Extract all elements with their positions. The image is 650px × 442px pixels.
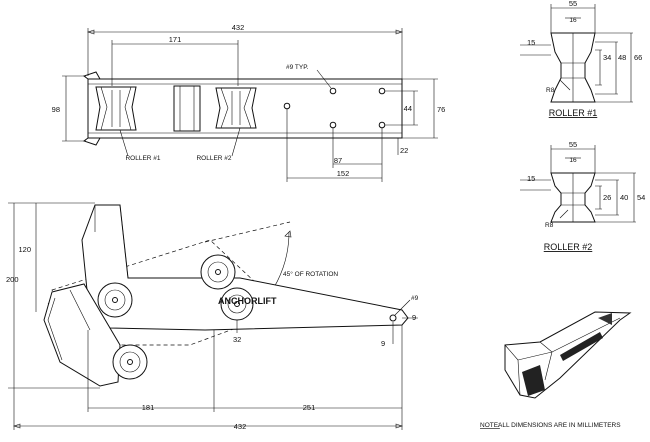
- note-prefix: NOTE:: [480, 422, 500, 429]
- side-dim-right: 251: [303, 403, 316, 412]
- roller1-dim-d3: 66: [634, 53, 642, 62]
- top-roller-2: [215, 87, 257, 129]
- roller1-dim-bore: 15: [527, 38, 535, 47]
- side-view: 45° OF ROTATION ANCHORLIFT: [6, 202, 419, 431]
- note-text: ALL DIMENSIONS ARE IN MILLIMETERS: [498, 422, 621, 429]
- roller1-title: ROLLER #1: [549, 108, 598, 118]
- roller1-dim-d1: 34: [603, 53, 611, 62]
- top-dim-hole-dist-a: 87: [334, 156, 342, 165]
- roller2-dim-bore: 15: [527, 174, 535, 183]
- roller2-dim-d1: 26: [603, 193, 611, 202]
- top-dim-hole-dist-b: 152: [337, 169, 350, 178]
- side-brand-logo: ANCHORLIFT: [218, 296, 277, 306]
- side-dim-overall: 432: [234, 422, 247, 431]
- side-dim-height: 200: [6, 275, 19, 284]
- top-dim-plate-width: 76: [437, 105, 445, 114]
- side-rollers: [97, 254, 254, 380]
- roller1-dim-d2: 48: [618, 53, 626, 62]
- roller1-dim-width: 55: [569, 0, 577, 8]
- roller2-dim-groove: 16: [569, 157, 577, 164]
- roller1-dim-groove: 16: [569, 17, 577, 24]
- side-hole-note: #9: [411, 295, 419, 302]
- top-roller2-label: ROLLER #2: [196, 155, 231, 162]
- roller1-radius: R8: [546, 87, 555, 94]
- top-hole-note: #9 TYP.: [286, 64, 309, 71]
- roller2-radius: R8: [545, 222, 554, 229]
- top-dim-overall: 432: [232, 23, 245, 32]
- side-dim-left: 181: [142, 403, 155, 412]
- dimensions-note: NOTE: ALL DIMENSIONS ARE IN MILLIMETERS: [480, 422, 621, 429]
- side-rotation-note: 45° OF ROTATION: [283, 270, 338, 278]
- bracket-3d-render: [504, 311, 632, 399]
- side-dim-hole-y: 9: [381, 339, 385, 348]
- side-dim-pivot: 32: [233, 335, 241, 344]
- roller2-dim-width: 55: [569, 140, 577, 149]
- roller2-title: ROLLER #2: [544, 242, 593, 252]
- roller2-detail: 55 16 15 26 40 54 R8 ROLLER #2: [520, 140, 645, 252]
- top-dim-hole-spacing: 44: [404, 104, 412, 113]
- side-dim-hole-x: 9: [412, 313, 416, 322]
- top-dim-roller-spacing: 171: [169, 35, 182, 44]
- top-dim-width: 98: [52, 105, 60, 114]
- top-view: 432 171 98 76 44 22 87 152 #9 TYP. ROLLE…: [52, 23, 445, 182]
- roller1-detail: 55 16 15 34 48 66 R8 ROLLER #1: [520, 0, 642, 118]
- roller2-dim-d3: 54: [637, 193, 645, 202]
- top-roller-1: [95, 86, 137, 131]
- top-roller1-label: ROLLER #1: [125, 155, 160, 162]
- roller2-dim-d2: 40: [620, 193, 628, 202]
- side-dim-upper: 120: [18, 245, 31, 254]
- top-dim-hole-offset: 22: [400, 146, 408, 155]
